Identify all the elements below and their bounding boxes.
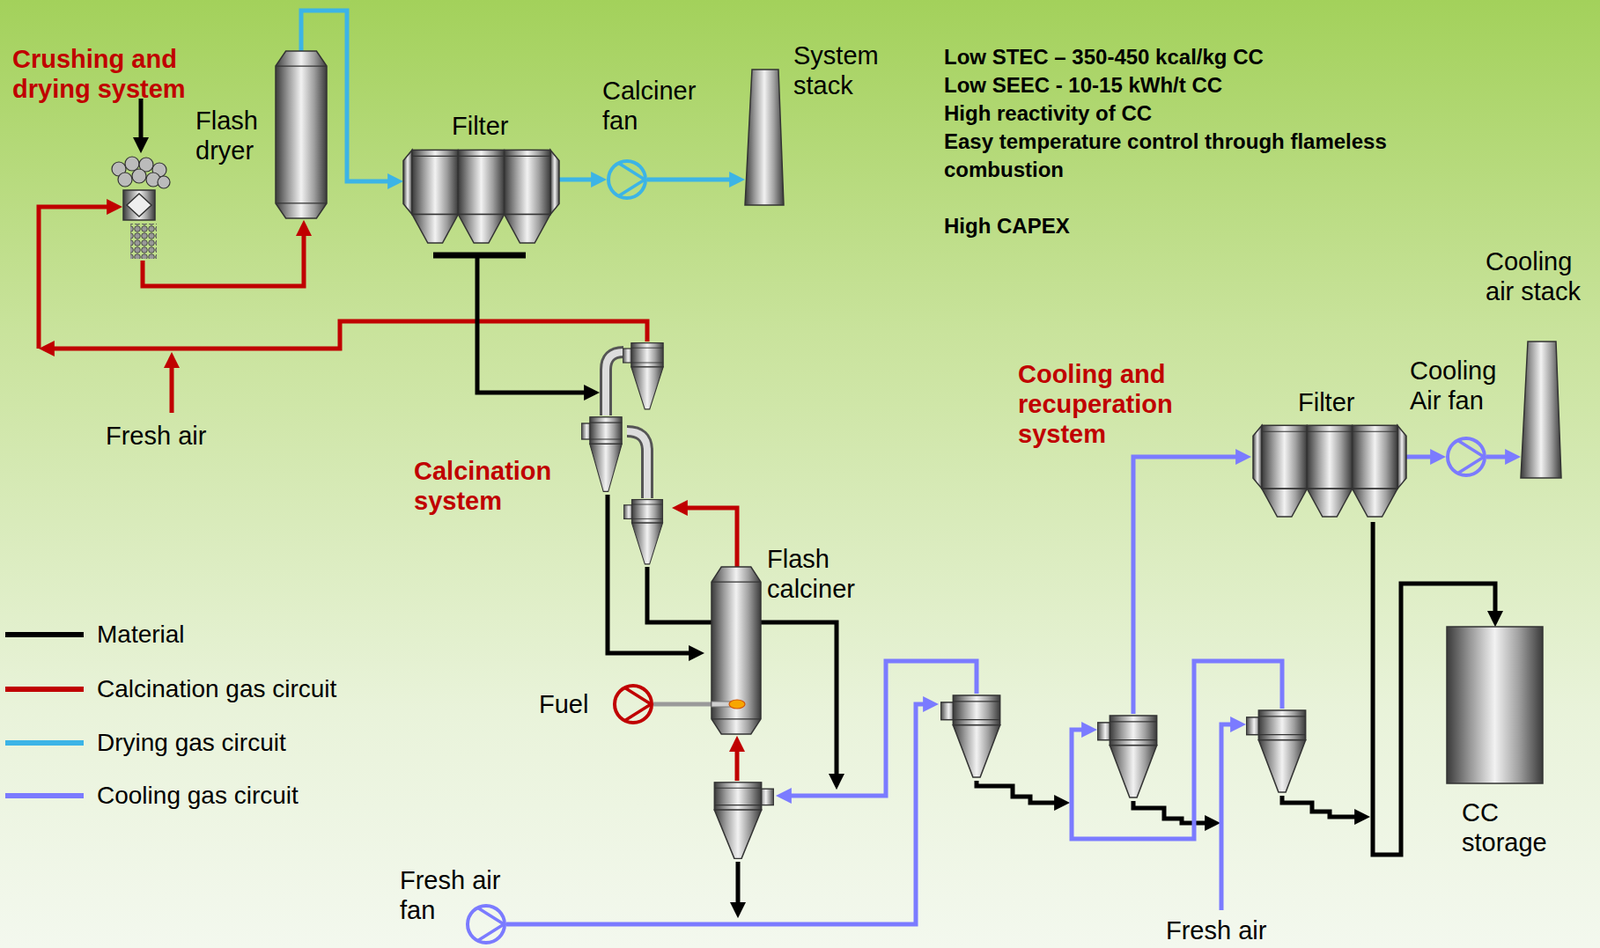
equipment-label: Cooling air stack — [1485, 246, 1593, 307]
fan-symbol-shape — [465, 904, 507, 945]
flow-connector — [647, 177, 738, 183]
section-title: Calcination system — [413, 456, 568, 517]
legend-swatch — [5, 740, 84, 746]
fan-symbol-shape — [1445, 436, 1487, 478]
stack: System stack — [744, 69, 784, 206]
cyclones — [581, 343, 1306, 860]
equipment-label: CC storage — [1461, 797, 1564, 858]
note: Low SEEC - 10-15 kWh/t CC — [943, 71, 1561, 100]
calcination-gas-lines — [38, 206, 738, 782]
section-title: Cooling and recuperation system — [1017, 359, 1190, 450]
fan-symbol-shape — [606, 159, 648, 200]
equipment-label: Flash calciner — [766, 544, 878, 605]
stack: Cooling air stack — [1520, 341, 1562, 479]
fuel-fan-shape — [612, 684, 654, 725]
legend-row: Cooling gas circuit — [5, 778, 299, 814]
fan-symbol: Cooling Air fan — [1445, 436, 1487, 478]
equipment-label: System stack — [793, 40, 904, 101]
fan-symbol: Fresh air fan — [465, 904, 507, 945]
equipment-label: Filter — [451, 110, 558, 141]
equipment-label: Flash dryer — [195, 105, 273, 166]
inlet-label: Fresh air — [105, 420, 247, 451]
note: High CAPEX — [943, 212, 1561, 241]
fan-symbol: Calciner fan — [606, 159, 648, 200]
bag-filter: Filter — [403, 142, 560, 249]
note: High reactivity of CC — [943, 99, 1561, 128]
equipment-label: Fresh air fan — [399, 865, 510, 926]
cooling-gas-lines — [506, 457, 1283, 925]
legend-row: Drying gas circuit — [5, 725, 287, 761]
legend-row: Material — [5, 617, 185, 653]
flash-dryer: Flash dryer — [275, 51, 327, 219]
legend-text: Calcination gas circuit — [96, 675, 337, 704]
equipment-label: Calciner fan — [602, 75, 713, 136]
legend-swatch — [5, 793, 84, 799]
flow-connector — [1486, 455, 1514, 460]
note: Easy temperature control through flamele… — [943, 127, 1482, 185]
stack-shape — [1520, 341, 1562, 479]
storage-silo-shape — [1446, 626, 1543, 784]
legend-text: Cooling gas circuit — [96, 781, 299, 811]
equipment-label: Cooling Air fan — [1409, 355, 1512, 416]
crusher — [111, 156, 170, 259]
flash-calciner: Flash calciner — [711, 567, 761, 735]
legend-row: Calcination gas circuit — [5, 671, 337, 708]
bag-filter-shape — [403, 142, 560, 249]
stack-shape — [744, 69, 784, 206]
flash-calciner-shape — [711, 567, 761, 735]
legend-text: Drying gas circuit — [96, 729, 287, 758]
legend-swatch — [5, 686, 84, 693]
bag-filter: Filter — [1253, 418, 1407, 523]
flow-connector — [1406, 455, 1439, 460]
inlet-label: Fresh air — [1165, 915, 1307, 946]
storage-silo: CC storage — [1446, 626, 1543, 784]
equipment-label: Fuel — [538, 689, 601, 720]
bag-filter-shape — [1253, 418, 1407, 523]
flow-connector — [653, 702, 712, 708]
fuel-fan: Fuel — [612, 684, 654, 725]
section-title: Crushing and drying system — [12, 44, 189, 104]
flash-dryer-shape — [275, 51, 327, 219]
flow-connector — [559, 177, 600, 183]
legend-text: Material — [96, 620, 185, 649]
material-lines — [140, 98, 1364, 912]
equipment-label: Filter — [1297, 387, 1404, 418]
note: Low STEC – 350-450 kcal/kg CC — [943, 43, 1561, 72]
legend-swatch — [5, 632, 84, 638]
